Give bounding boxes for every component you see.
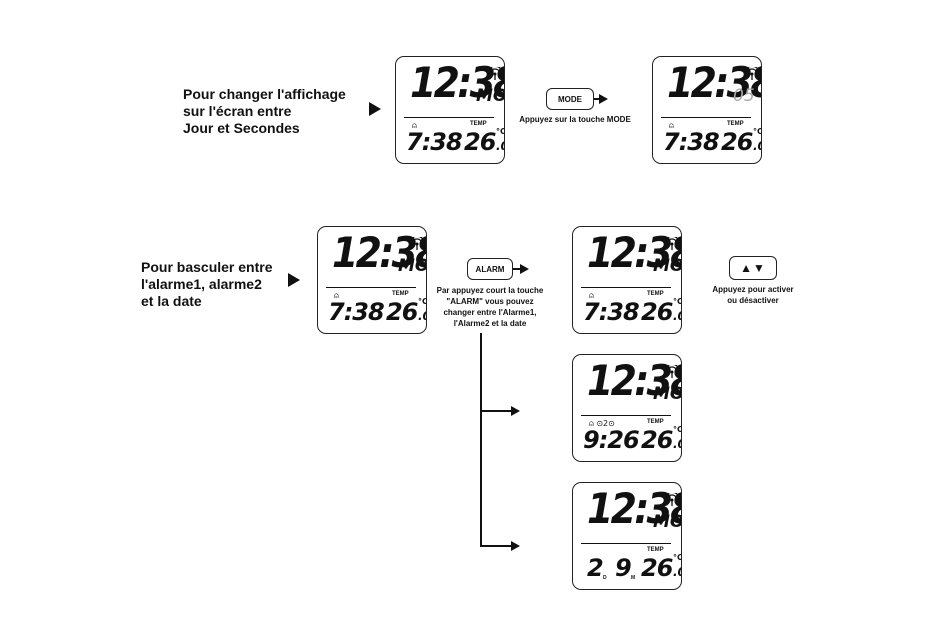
day-indicator: MO	[653, 384, 682, 404]
temperature: 26	[721, 128, 753, 156]
connector-line	[513, 268, 521, 270]
sub-time: 7:38	[663, 128, 720, 156]
radio-signal-icon	[665, 365, 679, 378]
temp-label: TEMP	[647, 547, 664, 553]
divider	[581, 415, 671, 417]
temp-unit: °C	[753, 127, 762, 136]
day-indicator: MO	[398, 256, 427, 276]
up-down-button[interactable]: ▲▼	[729, 256, 777, 280]
lcd-display-5: 12:38 MO ⍝ ⊙2⊙ TEMP 9:26 26 °C .0	[572, 354, 682, 462]
temp-label: TEMP	[647, 291, 664, 297]
date-month: 9	[615, 554, 632, 582]
pointer-arrow-1	[369, 102, 381, 116]
radio-signal-icon	[745, 67, 759, 80]
sub-time: 7:38	[583, 298, 640, 326]
alarm-bell-icon: ⍝	[412, 121, 417, 130]
temperature: 26	[641, 554, 673, 582]
temp-decimal: .0	[673, 309, 681, 323]
arrow-head	[511, 541, 520, 551]
divider	[326, 287, 416, 289]
radio-signal-icon	[665, 493, 679, 506]
main-time: 12:38	[587, 228, 681, 277]
divider	[581, 543, 671, 545]
lcd-display-4: 12:38 MO ⍝ TEMP 7:38 26 °C .0	[572, 226, 682, 334]
lcd-display-6: 12:38 MO TEMP 2 D 9 M 26 °C .0	[572, 482, 682, 590]
lcd-display-2: 12:38 05 ⍝ TEMP 7:38 26 °C .0	[652, 56, 762, 164]
divider	[581, 287, 671, 289]
temp-decimal: .0	[496, 139, 504, 153]
main-time: 12:38	[332, 228, 426, 277]
day-indicator: MO	[476, 86, 505, 106]
alarm-bell-icon: ⍝	[669, 121, 674, 130]
sub-time: 7:38	[406, 128, 463, 156]
main-time: 12:38	[410, 58, 504, 107]
sub-time: 9:26	[583, 426, 640, 454]
mode-button[interactable]: MODE	[546, 88, 594, 110]
branch-line-vertical	[480, 333, 482, 546]
temp-decimal: .0	[753, 139, 761, 153]
alarm-bell-icon: ⍝	[589, 291, 594, 300]
date-month-label: M	[631, 575, 636, 581]
radio-signal-icon	[488, 67, 502, 80]
day-indicator: MO	[653, 256, 682, 276]
temp-decimal: .0	[673, 565, 681, 579]
temp-label: TEMP	[647, 419, 664, 425]
alarm2-icon: ⍝ ⊙2⊙	[589, 419, 615, 428]
branch-line-date	[480, 545, 512, 547]
instruction-day-seconds: Pour changer l'affichage sur l'écran ent…	[183, 86, 346, 136]
main-time: 12:38	[587, 484, 681, 533]
alarm-bell-icon: ⍝	[334, 291, 339, 300]
temp-unit: °C	[418, 297, 427, 306]
branch-line-alarm2	[480, 410, 512, 412]
pointer-arrow-2	[288, 273, 300, 287]
radio-signal-icon	[410, 237, 424, 250]
date-day-label: D	[603, 575, 607, 581]
radio-signal-icon	[665, 237, 679, 250]
main-time: 12:38	[667, 58, 761, 107]
temp-unit: °C	[496, 127, 505, 136]
main-time: 12:38	[587, 356, 681, 405]
arrow-head	[599, 94, 608, 104]
alarm-caption: Par appuyez court la touche "ALARM" vous…	[436, 286, 544, 328]
temp-unit: °C	[673, 425, 682, 434]
temp-unit: °C	[673, 297, 682, 306]
divider	[661, 117, 751, 119]
alarm-button[interactable]: ALARM	[467, 258, 513, 280]
temp-decimal: .0	[418, 309, 426, 323]
arrow-head	[511, 406, 520, 416]
temperature: 26	[386, 298, 418, 326]
seconds-indicator: 05	[733, 86, 755, 106]
date-day: 2	[587, 554, 604, 582]
temp-unit: °C	[673, 553, 682, 562]
temperature: 26	[641, 298, 673, 326]
temp-decimal: .0	[673, 437, 681, 451]
temp-label: TEMP	[392, 291, 409, 297]
connector-line	[594, 98, 600, 100]
divider	[404, 117, 494, 119]
arrow-head	[520, 264, 529, 274]
mode-caption: Appuyez sur la touche MODE	[519, 115, 631, 124]
temperature: 26	[641, 426, 673, 454]
day-indicator: MO	[653, 512, 682, 532]
lcd-display-1: 12:38 MO ⍝ TEMP 7:38 26 °C .0	[395, 56, 505, 164]
updown-caption: Appuyez pour activer ou désactiver	[712, 285, 794, 305]
lcd-display-3: 12:38 MO ⍝ TEMP 7:38 26 °C .0	[317, 226, 427, 334]
temp-label: TEMP	[727, 121, 744, 127]
temp-label: TEMP	[470, 121, 487, 127]
instruction-alarm-date: Pour basculer entre l'alarme1, alarme2 e…	[141, 259, 273, 309]
sub-time: 7:38	[328, 298, 385, 326]
temperature: 26	[464, 128, 496, 156]
